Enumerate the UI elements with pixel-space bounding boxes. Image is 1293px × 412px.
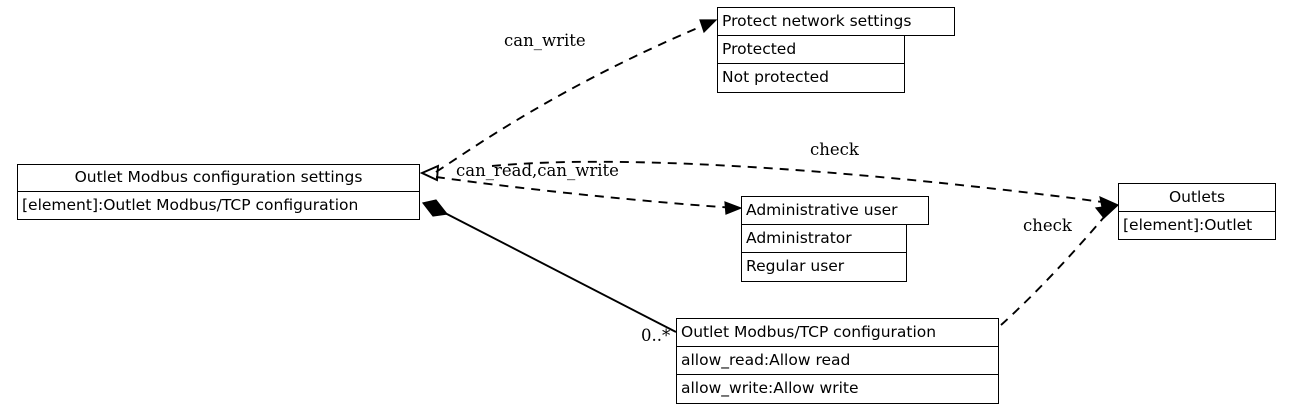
node-outlet-modbus-tcp-configuration[interactable]: Outlet Modbus/TCP configuration allow_re… bbox=[676, 318, 999, 404]
node-attribute-element-outlet: [element]:Outlet bbox=[1118, 211, 1276, 240]
edge-incoming-arrowhead-left-box bbox=[419, 164, 440, 182]
edge-outlets-arrowhead bbox=[1099, 195, 1120, 213]
edge-outlets-arrowhead-secondary bbox=[1094, 204, 1120, 219]
node-enum-value-protected: Protected bbox=[717, 35, 905, 64]
node-administrative-user[interactable]: Administrative user Administrator Regula… bbox=[741, 196, 929, 282]
node-title-outlet-modbus-tcp-configuration: Outlet Modbus/TCP configuration bbox=[676, 318, 999, 347]
edge-multiplicity-0-to-many: 0..* bbox=[641, 326, 671, 345]
edge-label-can-read-can-write: can_read,can_write bbox=[456, 161, 619, 180]
edge-composition-line bbox=[442, 211, 677, 333]
node-attribute-allow-write: allow_write:Allow write bbox=[676, 374, 999, 404]
node-attribute-allow-read: allow_read:Allow read bbox=[676, 346, 999, 375]
edge-label-check-config-to-outlets: check bbox=[1023, 216, 1072, 235]
node-enum-value-regular-user: Regular user bbox=[741, 252, 907, 282]
node-title-outlets: Outlets bbox=[1118, 183, 1276, 212]
node-outlet-modbus-configuration-settings[interactable]: Outlet Modbus configuration settings [el… bbox=[17, 164, 420, 220]
composition-diamond bbox=[421, 199, 449, 217]
node-enum-value-not-protected: Not protected bbox=[717, 63, 905, 93]
node-outlets[interactable]: Outlets [element]:Outlet bbox=[1118, 183, 1276, 240]
node-protect-network-settings[interactable]: Protect network settings Protected Not p… bbox=[717, 7, 955, 93]
node-title-protect-network-settings: Protect network settings bbox=[717, 7, 955, 36]
node-title-outlet-modbus-configuration-settings: Outlet Modbus configuration settings bbox=[17, 164, 420, 192]
node-attribute-element-outlet-modbus-tcp-configuration: [element]:Outlet Modbus/TCP configuratio… bbox=[17, 191, 420, 220]
node-enum-value-administrator: Administrator bbox=[741, 224, 907, 253]
edge-label-check-settings-to-outlets: check bbox=[810, 140, 859, 159]
node-title-administrative-user: Administrative user bbox=[741, 196, 929, 225]
edge-can-write-arrowhead bbox=[699, 19, 718, 34]
edge-can-read-can-write-line bbox=[435, 176, 736, 209]
edge-can-read-can-write-arrowhead bbox=[724, 201, 743, 215]
edge-label-can-write: can_write bbox=[504, 31, 586, 50]
